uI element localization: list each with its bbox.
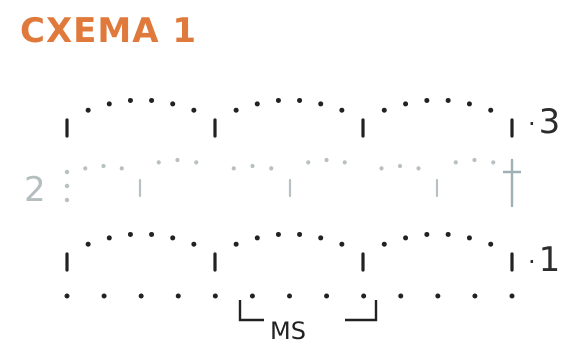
chain-symbol xyxy=(231,166,236,171)
chain-symbol xyxy=(119,166,124,171)
chain-symbol xyxy=(233,241,239,247)
chain-symbol xyxy=(254,235,260,241)
chain-symbol xyxy=(381,107,387,113)
row-1-layer xyxy=(65,231,514,272)
chain-symbol xyxy=(233,107,239,113)
chain-symbol xyxy=(453,160,458,165)
chain-symbol xyxy=(306,160,311,165)
repeat-bracket xyxy=(238,300,378,322)
chain-symbol xyxy=(324,293,330,299)
chain-symbol xyxy=(466,101,472,107)
chain-symbol xyxy=(85,107,91,113)
chain-symbol xyxy=(149,231,155,237)
chain-symbol xyxy=(64,183,70,189)
chain-symbol xyxy=(488,241,494,247)
chain-symbol xyxy=(435,293,441,299)
row-label-1: ·1 xyxy=(528,243,560,277)
chain-symbol xyxy=(194,160,199,165)
chain-symbol xyxy=(403,235,409,241)
chain-symbol xyxy=(488,107,494,113)
chain-symbol xyxy=(212,293,218,299)
chain-symbol xyxy=(381,241,387,247)
chain-symbol xyxy=(403,101,409,107)
chain-symbol xyxy=(254,101,260,107)
chain-symbol xyxy=(416,166,421,171)
repeat-bracket-left xyxy=(238,300,264,322)
chain-symbol xyxy=(170,101,176,107)
chain-symbol xyxy=(324,157,329,163)
chain-symbol xyxy=(101,293,107,299)
chain-symbol xyxy=(318,101,324,107)
chain-symbol xyxy=(64,197,70,203)
row-2-side-dots xyxy=(64,169,70,203)
chain-symbol xyxy=(472,293,478,299)
repeat-bracket-right xyxy=(345,300,378,322)
chain-symbol xyxy=(287,293,292,299)
chain-symbol xyxy=(127,97,133,103)
row-label-3-dot: · xyxy=(528,109,536,138)
chain-symbol xyxy=(424,231,430,237)
chain-symbol xyxy=(297,97,303,103)
base-chain-layer xyxy=(64,293,515,299)
row-label-3-number: 3 xyxy=(538,102,561,142)
chain-symbol xyxy=(106,101,112,107)
chain-symbol xyxy=(398,293,404,299)
chain-symbol xyxy=(149,97,155,103)
chain-symbol xyxy=(318,235,324,241)
chain-symbol xyxy=(339,107,345,113)
chain-symbol xyxy=(250,163,255,169)
chain-symbol xyxy=(191,241,197,247)
chain-symbol xyxy=(466,235,472,241)
chain-symbol xyxy=(64,293,70,299)
chain-symbol xyxy=(106,235,112,241)
chain-symbol xyxy=(445,97,451,103)
chain-symbol xyxy=(175,157,180,163)
chain-symbol xyxy=(339,241,345,247)
chain-symbol xyxy=(379,166,384,171)
chain-symbol xyxy=(361,293,367,299)
repeat-label: MS xyxy=(270,317,306,345)
chain-symbol xyxy=(445,231,451,237)
chain-symbol xyxy=(424,97,430,103)
chain-symbol xyxy=(297,231,303,237)
row-label-3: ·3 xyxy=(528,105,560,139)
chain-symbol xyxy=(275,97,281,103)
chain-symbol xyxy=(275,231,281,237)
row-label-1-number: 1 xyxy=(538,240,561,280)
chain-symbol xyxy=(491,160,496,165)
diagram-title: СХЕМА 1 xyxy=(20,11,198,51)
row-2-layer xyxy=(83,157,521,208)
chain-symbol xyxy=(85,241,91,247)
row-3-layer xyxy=(65,97,514,138)
chain-symbol xyxy=(138,293,144,299)
chain-symbol xyxy=(64,169,70,175)
chain-symbol xyxy=(269,166,274,171)
chain-symbol xyxy=(342,160,347,165)
chain-symbol xyxy=(127,231,133,237)
chain-symbol xyxy=(249,293,255,299)
chain-symbol xyxy=(175,293,181,299)
chain-symbol xyxy=(83,166,88,171)
chain-symbol xyxy=(472,157,477,163)
chain-symbol xyxy=(397,163,403,169)
row-label-1-dot: · xyxy=(528,247,536,276)
chain-symbol xyxy=(170,235,176,241)
chain-symbol xyxy=(509,293,515,299)
row-label-2: 2 xyxy=(24,170,46,210)
chain-symbol xyxy=(101,163,106,169)
chain-symbol xyxy=(191,107,197,113)
chain-symbol xyxy=(156,160,161,165)
